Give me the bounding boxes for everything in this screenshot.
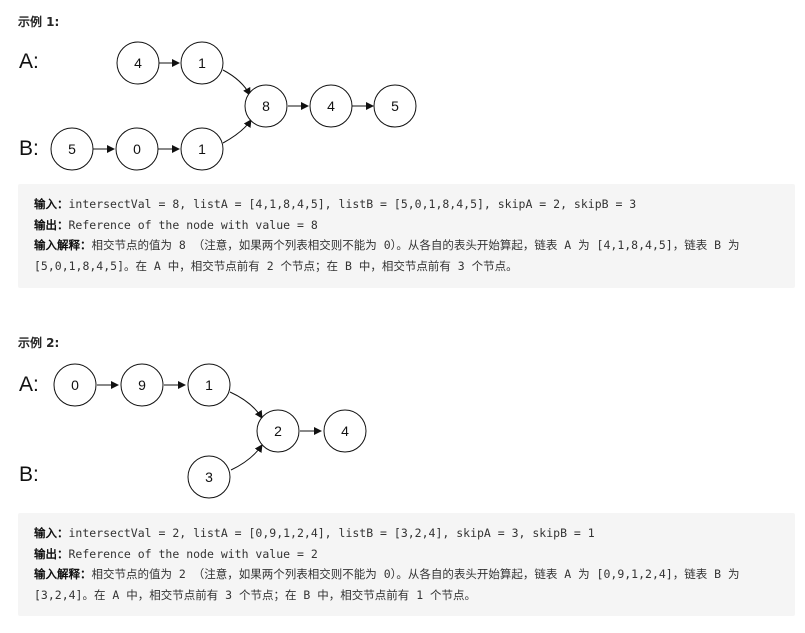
example-1-code-block: 输入：intersectVal = 8, listA = [4,1,8,4,5]…	[18, 184, 795, 288]
list-node: 1	[180, 41, 224, 85]
explain-line: 输入解释：相交节点的值为 2 （注意，如果两个列表相交则不能为 0）。从各自的表…	[34, 564, 779, 605]
output-text: Reference of the node with value = 2	[68, 546, 318, 561]
list-a-label: A:	[19, 373, 39, 396]
explain-label: 输入解释：	[34, 567, 92, 581]
output-line: 输出：Reference of the node with value = 2	[34, 544, 779, 565]
edge-arrow	[230, 444, 263, 471]
intersection-node: 8	[244, 84, 288, 128]
explain-label: 输入解释：	[34, 238, 92, 252]
explain-text: 相交节点的值为 8 （注意，如果两个列表相交则不能为 0）。从各自的表头开始算起…	[34, 238, 747, 273]
node-value: 4	[327, 98, 335, 114]
node-value: 5	[68, 141, 76, 157]
input-label: 输入：	[34, 197, 69, 211]
output-text: Reference of the node with value = 8	[68, 217, 318, 232]
output-line: 输出：Reference of the node with value = 8	[34, 215, 779, 236]
node-value: 4	[134, 55, 142, 71]
list-node: 5	[373, 84, 417, 128]
node-value: 4	[341, 423, 349, 439]
list-a-label: A:	[19, 50, 39, 73]
list-node: 9	[120, 363, 164, 407]
example-2-code-block: 输入：intersectVal = 2, listA = [0,9,1,2,4]…	[18, 513, 795, 616]
input-line: 输入：intersectVal = 8, listA = [4,1,8,4,5]…	[34, 194, 779, 215]
example-1-diagram: 4 1 5 0 1 8 4 5	[50, 41, 417, 171]
node-value: 2	[274, 423, 282, 439]
list-node: 1	[187, 363, 231, 407]
example-2-title: 示例 2:	[18, 336, 60, 350]
output-label: 输出：	[34, 546, 69, 561]
node-value: 8	[262, 98, 270, 114]
list-b-label: B:	[19, 137, 39, 160]
input-text: intersectVal = 2, listA = [0,9,1,2,4], l…	[68, 526, 595, 540]
list-node: 3	[187, 455, 231, 499]
node-value: 1	[198, 141, 206, 157]
node-value: 5	[391, 98, 399, 114]
explain-line: 输入解释：相交节点的值为 8 （注意，如果两个列表相交则不能为 0）。从各自的表…	[34, 235, 779, 276]
list-edges	[97, 381, 322, 471]
list-node: 0	[53, 363, 97, 407]
input-text: intersectVal = 8, listA = [4,1,8,4,5], l…	[68, 197, 637, 211]
node-value: 1	[205, 377, 213, 393]
node-value: 0	[133, 141, 141, 157]
list-node: 4	[116, 41, 160, 85]
node-value: 1	[198, 55, 206, 71]
output-label: 输出：	[34, 217, 69, 232]
list-node: 0	[115, 127, 159, 171]
edge-arrow	[229, 391, 263, 419]
edge-arrow	[222, 69, 251, 96]
node-value: 9	[138, 377, 146, 393]
node-value: 3	[205, 469, 213, 485]
list-edges	[93, 59, 374, 153]
list-node: 1	[180, 127, 224, 171]
example-1-title: 示例 1:	[18, 15, 60, 29]
edge-arrow	[222, 119, 252, 144]
example-2-diagram: 0 9 1 3 2 4	[53, 363, 367, 499]
explain-text: 相交节点的值为 2 （注意，如果两个列表相交则不能为 0）。从各自的表头开始算起…	[34, 567, 747, 602]
input-label: 输入：	[34, 526, 69, 540]
list-b-label: B:	[19, 463, 39, 486]
node-value: 0	[71, 377, 79, 393]
list-node: 5	[50, 127, 94, 171]
list-node: 4	[309, 84, 353, 128]
intersection-node: 2	[256, 409, 300, 453]
input-line: 输入：intersectVal = 2, listA = [0,9,1,2,4]…	[34, 523, 779, 544]
list-node: 4	[323, 409, 367, 453]
